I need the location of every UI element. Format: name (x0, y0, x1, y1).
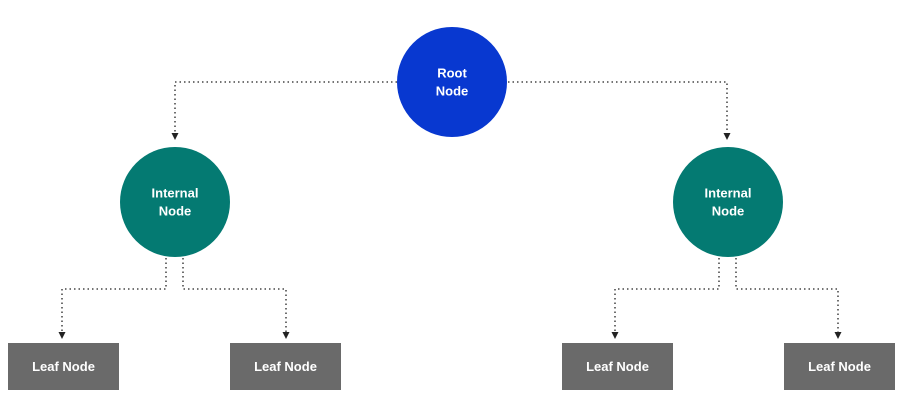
root-node-label-line2: Node (436, 84, 469, 99)
arrowhead-to-leaf-3 (611, 332, 619, 339)
internal-node-left-circle (120, 147, 230, 257)
connector-right-internal-to-leaf-4 (735, 258, 839, 332)
arrowhead-to-leaf-4 (834, 332, 842, 339)
internal-node-right-circle (673, 147, 783, 257)
leaf-node-1: Leaf Node (8, 343, 119, 390)
internal-node-left-label-line2: Node (159, 204, 192, 219)
internal-node-right-label-line1: Internal (705, 186, 752, 201)
internal-node-left-label-line1: Internal (152, 186, 199, 201)
leaf-node-1-box (8, 343, 119, 390)
arrowhead-to-leaf-2 (282, 332, 290, 339)
connector-left-internal-to-leaf-2 (182, 258, 287, 332)
connector-root-to-right-internal (508, 81, 728, 133)
internal-node-right-label-line2: Node (712, 204, 745, 219)
arrowhead-to-right-internal (723, 133, 731, 140)
root-node-circle (397, 27, 507, 137)
internal-node-left: Internal Node (120, 147, 230, 257)
arrowhead-to-leaf-1 (58, 332, 66, 339)
root-node: Root Node (397, 27, 507, 137)
leaf-node-4-box (784, 343, 895, 390)
leaf-node-4: Leaf Node (784, 343, 895, 390)
root-node-label-line1: Root (437, 66, 467, 81)
leaf-node-3: Leaf Node (562, 343, 673, 390)
connector-root-to-left-internal (174, 81, 397, 133)
connector-left-internal-to-leaf-1 (61, 258, 167, 332)
leaf-node-2-label: Leaf Node (254, 359, 317, 374)
leaf-node-3-box (562, 343, 673, 390)
leaf-node-4-label: Leaf Node (808, 359, 871, 374)
leaf-node-3-label: Leaf Node (586, 359, 649, 374)
arrowhead-to-left-internal (171, 133, 179, 140)
internal-node-right: Internal Node (673, 147, 783, 257)
leaf-node-1-label: Leaf Node (32, 359, 95, 374)
leaf-node-2: Leaf Node (230, 343, 341, 390)
connector-right-internal-to-leaf-3 (614, 258, 720, 332)
leaf-node-2-box (230, 343, 341, 390)
